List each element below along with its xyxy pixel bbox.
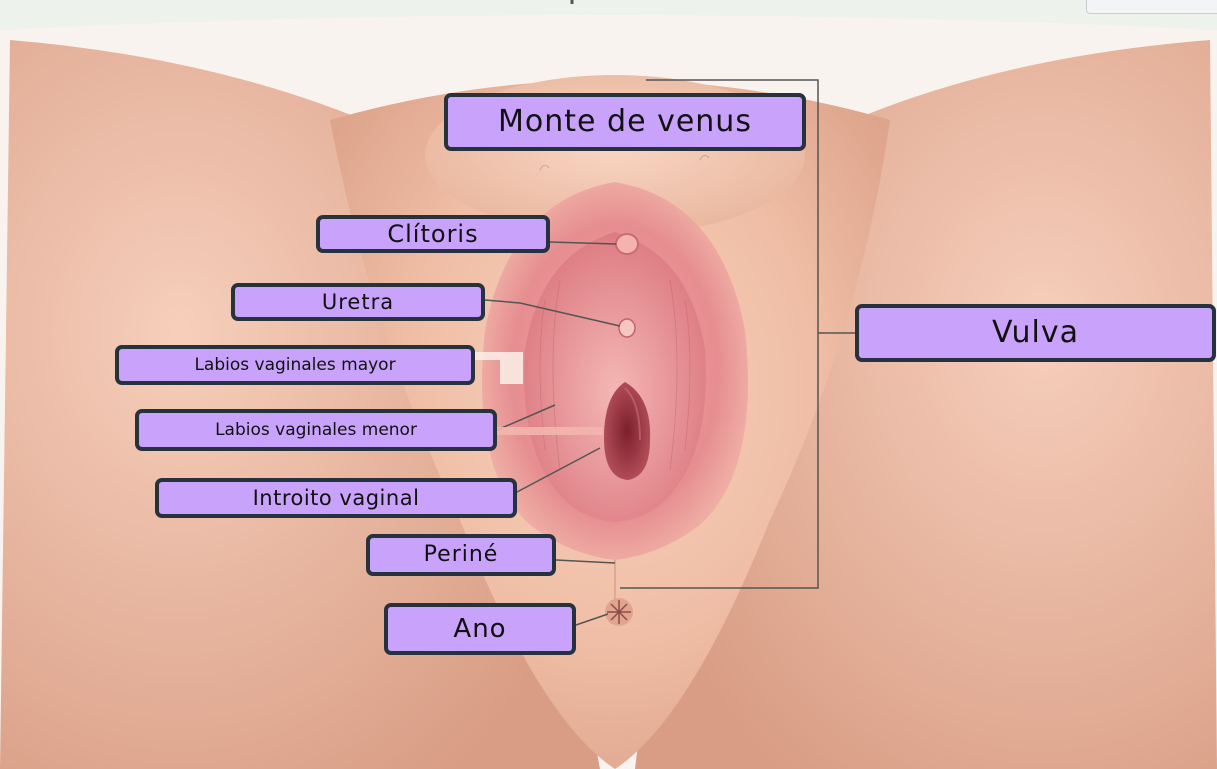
- label-ano: Ano: [384, 603, 576, 655]
- label-perine: Periné: [366, 534, 556, 576]
- label-monte-de-venus: Monte de venus: [444, 93, 806, 151]
- label-labios-vaginales-mayor: Labios vaginales mayor: [115, 345, 475, 385]
- label-uretra: Uretra: [231, 283, 485, 321]
- window-tab: [1086, 0, 1217, 14]
- label-introito-vaginal: Introito vaginal: [155, 478, 517, 518]
- label-vulva: Vulva: [855, 304, 1216, 362]
- label-clitoris: Clítoris: [316, 215, 550, 253]
- label-labios-vaginales-menor: Labios vaginales menor: [135, 409, 497, 451]
